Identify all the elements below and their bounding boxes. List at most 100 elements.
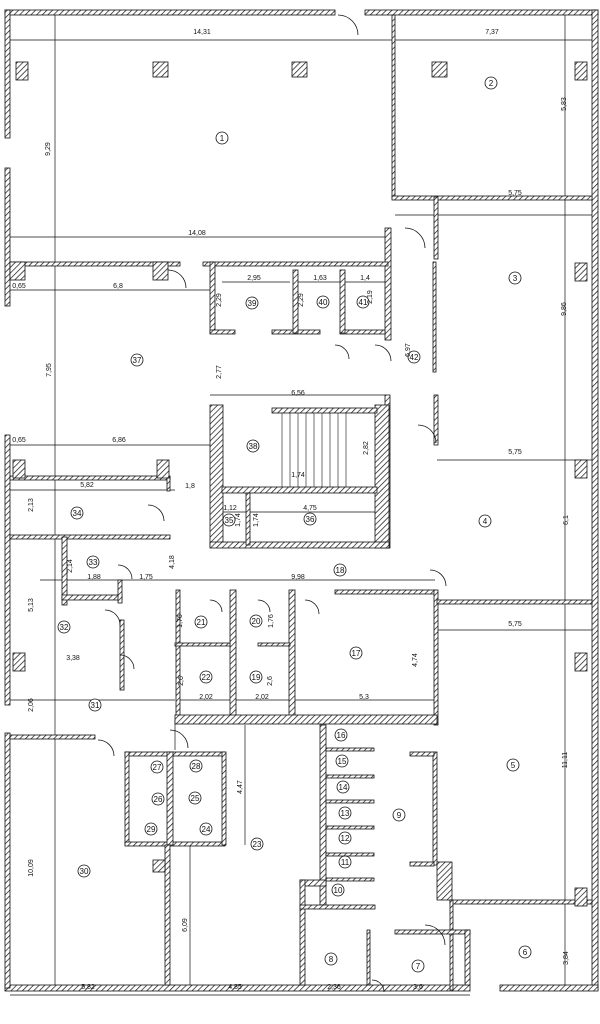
wall (156, 459, 170, 479)
room-number-circle (334, 728, 348, 742)
wall (61, 594, 123, 601)
wall (436, 861, 453, 901)
dimension-label: 2,6 (178, 676, 185, 686)
room-number-circle (199, 670, 213, 684)
door-swing (117, 564, 133, 580)
room-4: 4 (478, 514, 492, 528)
room-number-circle (506, 758, 520, 772)
wall (202, 261, 389, 267)
room-41: 41 (356, 295, 370, 309)
room-18: 18 (333, 563, 347, 577)
wall (4, 9, 336, 16)
room-number-circle (392, 808, 406, 822)
dimension-label: 5,82 (81, 984, 95, 991)
room-19: 19 (249, 670, 263, 684)
dimension-label: 2,02 (255, 694, 269, 701)
wall (339, 329, 386, 335)
wall (174, 642, 231, 647)
dimension-label: 11,11 (562, 752, 569, 769)
room-labels: 1234567891011121314151617181920212223242… (57, 76, 532, 973)
wall (391, 195, 593, 201)
dimension-label: 10,09 (28, 859, 35, 877)
room-number: 40 (319, 298, 328, 307)
wall (325, 747, 375, 752)
room-number-circle (303, 512, 317, 526)
dimension-label: 2,02 (199, 694, 213, 701)
room-29: 29 (144, 822, 158, 836)
room-22: 22 (199, 670, 213, 684)
dimension-label: 5,75 (508, 190, 522, 197)
wall (9, 475, 171, 481)
wall (9, 734, 96, 740)
door-swing (417, 424, 437, 444)
room-number-circle (194, 615, 208, 629)
room-number-circle (478, 514, 492, 528)
wall (174, 714, 438, 725)
room-number-circle (324, 952, 338, 966)
room-15: 15 (335, 754, 349, 768)
room-number-circle (250, 837, 264, 851)
dimension-label: 6,86 (112, 437, 126, 444)
wall (124, 841, 226, 847)
dimension-label: 1,74 (291, 472, 305, 479)
room-42: 42 (407, 350, 421, 364)
wall (288, 589, 296, 719)
room-number-circle (411, 959, 425, 973)
room-36: 36 (303, 512, 317, 526)
dimension-label: 1,74 (253, 513, 260, 527)
door-swing (147, 504, 165, 522)
wall (339, 269, 346, 334)
room-25: 25 (188, 791, 202, 805)
room-3: 3 (508, 271, 522, 285)
wall (299, 879, 306, 986)
dimension-label: 9,29 (45, 142, 52, 156)
wall (209, 329, 236, 335)
room-number-circle (407, 350, 421, 364)
room-9: 9 (392, 808, 406, 822)
dimension-label: 6,1 (563, 515, 570, 525)
wall (394, 929, 471, 935)
room-31: 31 (88, 698, 102, 712)
dimension-label: 1,88 (87, 574, 101, 581)
door-swing (334, 344, 350, 360)
wall (4, 732, 11, 989)
room-24: 24 (199, 822, 213, 836)
dimension-label: 1,8 (185, 483, 195, 490)
room-14: 14 (336, 780, 350, 794)
room-number: 13 (341, 809, 350, 818)
room-number-circle (349, 646, 363, 660)
room-number: 22 (202, 673, 211, 682)
room-34: 34 (70, 506, 84, 520)
room-number-circle (189, 759, 203, 773)
wall (433, 196, 439, 260)
room-number: 21 (197, 618, 206, 627)
room-8: 8 (324, 952, 338, 966)
wall (209, 541, 390, 549)
room-number: 26 (154, 795, 163, 804)
room-number: 28 (192, 762, 201, 771)
room-number: 38 (249, 442, 258, 451)
room-number-circle (88, 698, 102, 712)
room-10: 10 (331, 883, 345, 897)
wall (325, 799, 375, 804)
room-number: 23 (253, 840, 262, 849)
wall (9, 534, 171, 540)
room-38: 38 (246, 439, 260, 453)
dimension-label: 14,08 (188, 230, 206, 237)
room-number: 32 (60, 623, 69, 632)
dimension-label: 14,31 (193, 29, 211, 36)
wall (432, 751, 438, 866)
wall (432, 261, 437, 373)
wall (574, 652, 588, 672)
room-number-circle (484, 76, 498, 90)
room-number: 1 (220, 134, 225, 143)
room-number: 34 (73, 509, 82, 518)
room-number-circle (245, 296, 259, 310)
room-number: 15 (338, 757, 347, 766)
wall (221, 751, 227, 846)
wall (221, 486, 378, 494)
door-swing (97, 739, 115, 757)
room-number: 31 (91, 701, 100, 710)
wall (166, 751, 174, 846)
